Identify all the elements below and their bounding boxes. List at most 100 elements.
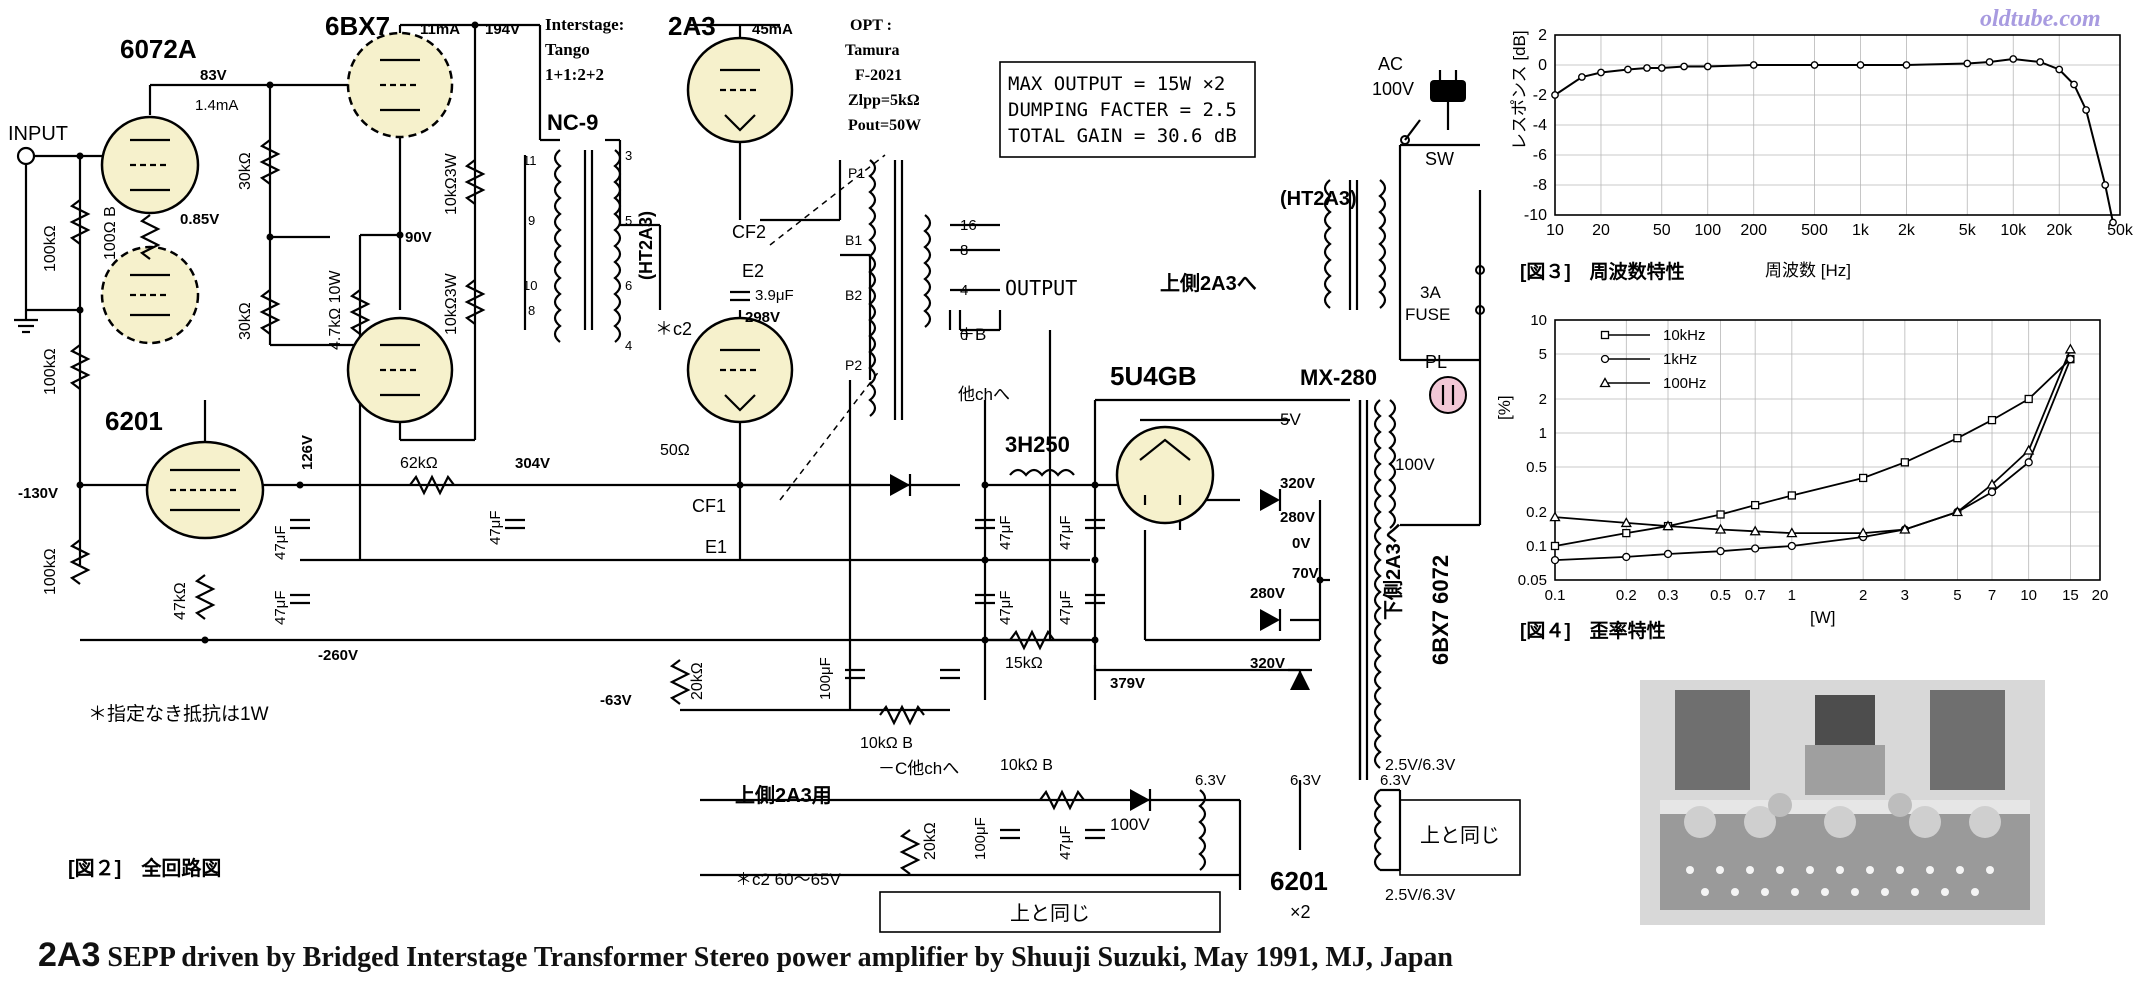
svg-text:0: 0	[960, 327, 968, 344]
svg-text:＋B: ＋B	[958, 325, 986, 344]
chart2-x-tick-label: 0.1	[1545, 587, 1566, 604]
chart1-point	[1902, 61, 1911, 69]
chart2-point-triangle	[1620, 517, 1632, 528]
svg-text:90V: 90V	[405, 229, 432, 246]
chart1-point	[2082, 106, 2091, 114]
chart1-y-tick-label: -10	[1524, 207, 1547, 224]
svg-text:47kΩ: 47kΩ	[172, 582, 189, 620]
tube-6bx7-lower	[346, 316, 454, 424]
tube-6072a-label: 6072A	[120, 34, 197, 64]
schematic-labels: INPUT 6072A 6BX7 2A3 6201 5U4GB 6201 ×2 …	[8, 11, 1500, 925]
tube-2a3-lower	[686, 316, 794, 424]
svg-text:126V: 126V	[299, 435, 316, 470]
svg-text:Tamura: Tamura	[845, 42, 900, 59]
chart2-x-tick-label: 20	[2092, 587, 2109, 604]
svg-text:上と同じ: 上と同じ	[1010, 902, 1090, 925]
note-text: ＊指定なき抵抗は1W	[88, 703, 269, 725]
amplifier-photo	[1640, 680, 2045, 925]
svg-text:(HT2A3): (HT2A3)	[1280, 188, 1357, 210]
svg-text:280V: 280V	[1250, 585, 1285, 602]
svg-text:8: 8	[960, 242, 968, 259]
chart1-point	[2070, 80, 2078, 89]
svg-text:298V: 298V	[745, 309, 780, 326]
same-box-2	[879, 891, 1221, 933]
svg-text:320V: 320V	[1250, 655, 1285, 672]
chart2-point-square	[1787, 491, 1797, 500]
svg-text:0V: 0V	[1292, 535, 1310, 552]
chart2-point-circle	[1622, 552, 1631, 562]
chart1-x-tick-label: 10k	[2000, 222, 2027, 239]
svg-text:100Ω B: 100Ω B	[102, 206, 119, 260]
chart2-ylabel: [%]	[1495, 395, 1514, 420]
chart2-point-circle	[1663, 549, 1673, 559]
svg-text:83V: 83V	[200, 67, 227, 84]
svg-text:280V: 280V	[1280, 509, 1315, 526]
chart1-point	[1551, 91, 1559, 99]
chart2-point-triangle	[2023, 444, 2035, 455]
chart2-point-triangle	[1986, 478, 1998, 489]
svg-text:4: 4	[960, 282, 968, 299]
chart2-series-100Hz	[1554, 348, 2072, 534]
chart2-frame	[1554, 319, 2101, 581]
chart2-point-circle	[1751, 544, 1760, 553]
svg-text:6: 6	[625, 278, 632, 293]
tube-5u4gb-label: 5U4GB	[1110, 361, 1197, 391]
bottom-title: 2A3 SEPP driven by Bridged Interstage Tr…	[38, 936, 1453, 975]
chart2-x-tick-label: 3	[1901, 587, 1909, 604]
svg-text:Zlpp=5kΩ: Zlpp=5kΩ	[848, 92, 920, 109]
chart2-legend-label: 100Hz	[1663, 375, 1706, 392]
svg-text:100V: 100V	[1372, 79, 1414, 99]
chart2-series-1kHz	[1554, 358, 2072, 561]
svg-text:320V: 320V	[1280, 475, 1315, 492]
tube-2a3-upper	[686, 36, 794, 144]
svg-text:100μF: 100μF	[972, 817, 989, 860]
svg-text:100kΩ: 100kΩ	[42, 348, 59, 395]
svg-text:(HT2A3): (HT2A3)	[636, 211, 656, 280]
chart1-point	[1657, 64, 1666, 72]
svg-text:45mA: 45mA	[752, 21, 793, 38]
chart1-y-tick-label: 0	[1538, 57, 1547, 74]
svg-text:下側2A3へ: 下側2A3へ	[1382, 523, 1405, 620]
ac-plug-icon	[1430, 70, 1466, 130]
chart1-x-tick-label: 2k	[1898, 222, 1916, 239]
svg-text:3A: 3A	[1420, 283, 1441, 302]
chart2-point-triangle	[1786, 527, 1798, 538]
svg-text:MX-280: MX-280	[1300, 365, 1377, 390]
chart2-xlabel: [W]	[1810, 608, 1836, 627]
chart2-point-circle	[1600, 354, 1610, 364]
tube-6bx7-upper	[346, 31, 454, 139]
tube-6072a-upper	[100, 115, 200, 215]
chart2-x-tick-label: 0.7	[1745, 587, 1766, 604]
chart2-x-tick-label: 5	[1953, 587, 1961, 604]
diodes	[890, 474, 1312, 811]
times-two-label: ×2	[1290, 902, 1311, 922]
svg-text:47μF: 47μF	[1057, 516, 1074, 551]
chart2-point-square	[1953, 434, 1962, 443]
chart1-point	[1623, 65, 1632, 74]
svg-text:P1: P1	[848, 165, 865, 181]
chart2-point-triangle	[1857, 527, 1869, 538]
input-jack	[16, 146, 36, 166]
chart2-x-tick-label: 0.3	[1658, 587, 1679, 604]
svg-text:5: 5	[625, 213, 632, 228]
svg-text:194V: 194V	[485, 21, 520, 38]
svg-text:PL: PL	[1425, 352, 1447, 372]
chart2-point-square	[1622, 528, 1631, 538]
chart1-point	[1749, 61, 1758, 69]
svg-text:100μF: 100μF	[817, 657, 834, 700]
svg-text:Interstage:: Interstage:	[545, 15, 624, 34]
chart2-point-triangle	[2064, 343, 2077, 354]
chart1-point	[1810, 61, 1819, 69]
chart2-y-tick-label: 10	[1530, 312, 1547, 329]
chart2-y-tick-label: 0.05	[1518, 572, 1547, 589]
chart1-series-line	[1554, 57, 2114, 223]
chart2-series-10kHz	[1554, 358, 2072, 547]
svg-text:＊c2: ＊c2	[655, 319, 692, 339]
svg-text:Tango: Tango	[545, 40, 590, 59]
svg-text:OPT :: OPT :	[850, 17, 892, 34]
svg-text:11mA: 11mA	[420, 21, 460, 38]
svg-text:6.3V: 6.3V	[1195, 772, 1226, 789]
svg-text:SW: SW	[1425, 149, 1454, 169]
chart2-point-circle	[1716, 547, 1725, 556]
chart2-point-triangle	[1899, 523, 1911, 534]
